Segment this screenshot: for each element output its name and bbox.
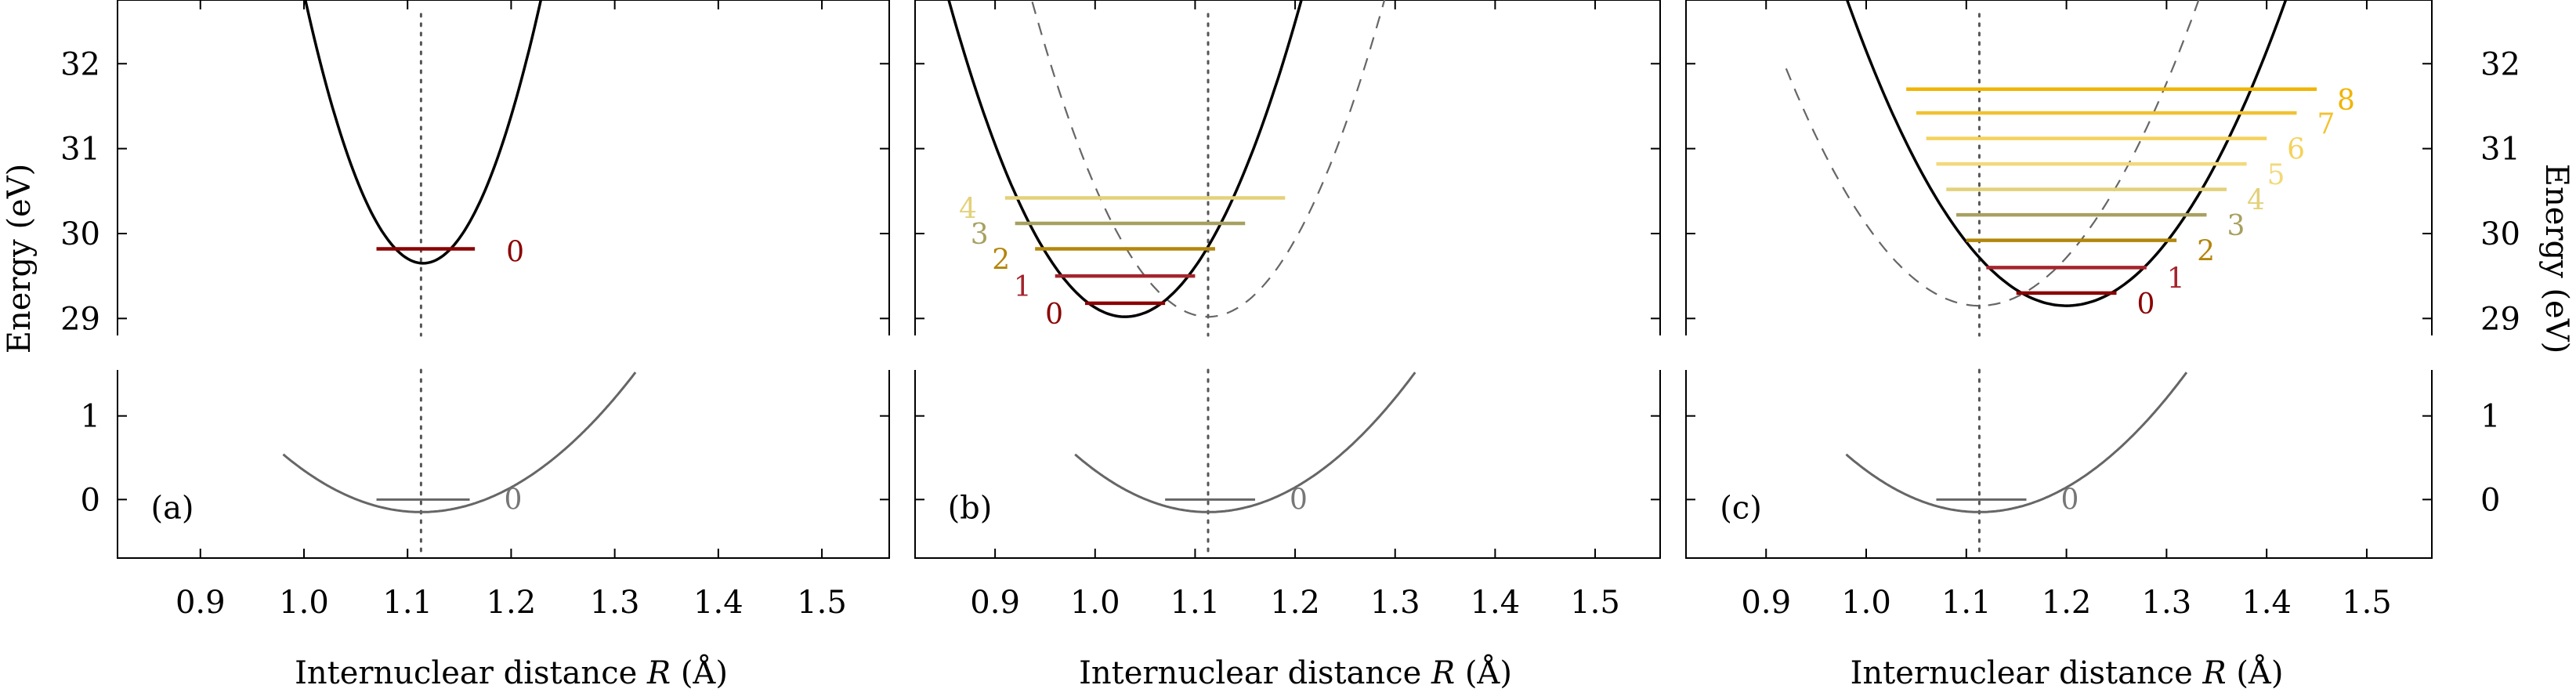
ground-state-curve — [282, 372, 637, 513]
level-label-7: 7 — [2317, 108, 2335, 140]
x-tick-label: 1.4 — [1471, 585, 1521, 621]
excited-state-curve — [1845, 0, 2288, 307]
level-label-1: 1 — [2167, 263, 2185, 295]
panel-label: (a) — [150, 490, 194, 526]
level-label-8: 8 — [2337, 85, 2355, 117]
x-tick-label: 1.0 — [1841, 585, 1891, 621]
level-label-3: 3 — [2227, 210, 2245, 242]
x-tick-label: 1.4 — [2241, 585, 2292, 621]
dashed-ground-reference-curve — [1785, 0, 2200, 307]
x-axis-title: Internuclear distance R (Å) — [1079, 654, 1512, 691]
level-label-2: 2 — [2197, 236, 2215, 268]
x-tick-label: 1.3 — [590, 585, 640, 621]
y-tick-label-right: 1 — [2480, 399, 2500, 435]
y-tick-label-right: 0 — [2480, 482, 2500, 518]
x-tick-label: 1.0 — [279, 585, 329, 621]
x-tick-label: 1.5 — [1570, 585, 1620, 621]
x-tick-label: 0.9 — [1741, 585, 1791, 621]
panel-label: (b) — [948, 490, 993, 526]
lower-axes-frame — [117, 370, 890, 559]
excited-state-curve — [303, 0, 543, 265]
level-label-4: 4 — [959, 193, 977, 225]
x-tick-label: 1.2 — [487, 585, 537, 621]
lower-axes-frame — [1685, 370, 2433, 559]
x-tick-label: 1.3 — [2142, 585, 2192, 621]
panel-a: 0.9 1.0 1.1 1.2 1.3 1.4 1.5 29 30 31 32 0 1 0 0 (a) Inte… — [60, 0, 890, 691]
upper-axes-frame — [914, 0, 1661, 335]
y-tick-label-right: 30 — [2480, 216, 2520, 252]
level-label-5: 5 — [2267, 159, 2285, 191]
y-axis-title-right: Energy (eV) — [2538, 164, 2574, 353]
excited-state-curve — [947, 0, 1303, 318]
level-label-4: 4 — [2247, 185, 2265, 217]
x-tick-label: 1.5 — [2342, 585, 2392, 621]
x-tick-label: 0.9 — [970, 585, 1020, 621]
x-tick-label: 1.2 — [2042, 585, 2092, 621]
level-label-2: 2 — [992, 244, 1010, 276]
y-tick-label-right: 31 — [2480, 132, 2520, 168]
x-tick-label: 1.1 — [1170, 585, 1221, 621]
dashed-ground-reference-curve — [1030, 0, 1386, 318]
x-tick-label: 1.3 — [1370, 585, 1420, 621]
x-tick-label: 1.5 — [797, 585, 847, 621]
level-label-0: 0 — [2136, 288, 2155, 321]
x-axis-title: Internuclear distance R (Å) — [295, 654, 728, 691]
y-tick-label: 32 — [60, 46, 100, 82]
ground-level-label: 0 — [2060, 484, 2079, 516]
y-tick-label: 29 — [60, 301, 100, 337]
y-tick-label: 30 — [60, 216, 100, 252]
y-tick-label-right: 32 — [2480, 46, 2520, 82]
upper-axes-frame — [1685, 0, 2433, 335]
x-axis-title: Internuclear distance R (Å) — [1851, 654, 2284, 691]
x-tick-label: 1.0 — [1070, 585, 1120, 621]
x-tick-label: 1.1 — [382, 585, 432, 621]
level-label-3: 3 — [971, 219, 989, 251]
x-tick-label: 1.1 — [1941, 585, 1992, 621]
upper-axes-frame — [117, 0, 890, 335]
y-tick-label: 31 — [60, 132, 100, 168]
lower-axes-frame — [914, 370, 1661, 559]
x-tick-label: 0.9 — [175, 585, 226, 621]
ground-level-label: 0 — [505, 484, 523, 516]
ground-state-curve — [1074, 372, 1416, 513]
level-label-6: 6 — [2287, 134, 2305, 166]
level-label-1: 1 — [1014, 271, 1032, 303]
level-label-0: 0 — [506, 236, 524, 268]
x-tick-label: 1.2 — [1270, 585, 1320, 621]
ground-state-curve — [1845, 372, 2188, 513]
y-tick-label: 0 — [81, 482, 100, 518]
level-label-0: 0 — [1045, 299, 1063, 331]
panel-label: (c) — [1720, 490, 1762, 526]
y-axis-title-left: Energy (eV) — [2, 164, 38, 353]
ground-level-label: 0 — [1290, 484, 1308, 516]
x-tick-label: 1.4 — [693, 585, 743, 621]
y-tick-label-right: 29 — [2480, 301, 2520, 337]
y-tick-label: 1 — [81, 399, 100, 435]
